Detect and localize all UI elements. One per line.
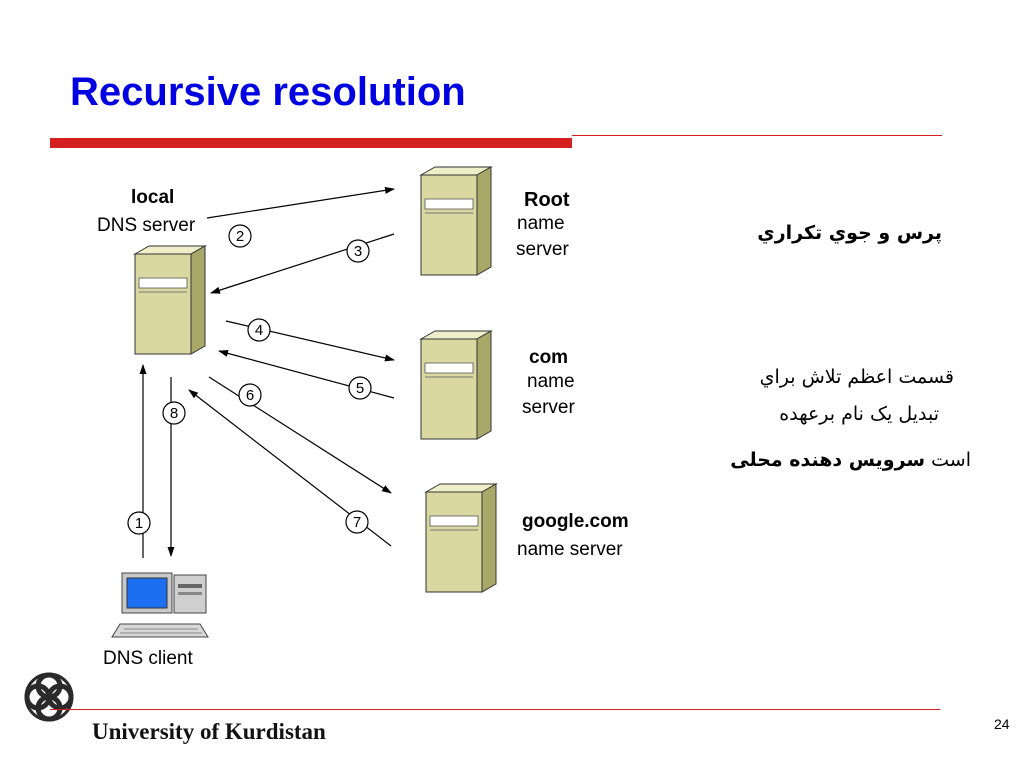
step-4-label: 4 (255, 322, 263, 339)
page-number: 24 (994, 716, 1010, 732)
local-server-icon (134, 245, 206, 355)
google-server-line2: name server (517, 539, 623, 560)
dns-client-label: DNS client (103, 648, 193, 669)
notes-line3-plain: است (931, 449, 971, 471)
root-server-line3: server (516, 239, 569, 260)
root-server-title: Root (524, 189, 570, 211)
step-8-label: 8 (170, 405, 178, 422)
step-2-label: 2 (236, 228, 244, 245)
step-circles (127, 224, 372, 535)
root-server-line2: name (517, 213, 565, 234)
notes-line3-bold: سرويس دهنده محلی (730, 449, 926, 471)
com-server-icon (420, 330, 492, 440)
university-logo (24, 672, 74, 722)
com-server-line2: name (527, 371, 575, 392)
com-server-title: com (529, 347, 569, 369)
client-computer-icon (111, 572, 209, 638)
google-server-title-text: google.com (522, 511, 629, 532)
arrow-step-2 (206, 186, 395, 219)
title-underline-thin (572, 135, 942, 136)
root-server-icon (420, 166, 492, 276)
step-7-label: 7 (353, 514, 361, 531)
notes-line3: است سرويس دهنده محلی (730, 449, 971, 471)
com-server-title-text: com (529, 347, 569, 368)
step-6-label: 6 (246, 387, 254, 404)
notes-line2: تبديل يک نام برعهده (779, 403, 939, 425)
slide-title: Recursive resolution (70, 70, 466, 114)
step-5-label: 5 (356, 380, 364, 397)
title-underline-thick (50, 138, 572, 148)
footer-rule (50, 709, 940, 710)
local-server-label: local (131, 187, 175, 209)
com-server-line3: server (522, 397, 575, 418)
google-server-title: google.com (522, 511, 629, 533)
google-server-icon (425, 483, 497, 593)
step-3-label: 3 (354, 243, 362, 260)
local-server-sub: DNS server (97, 215, 196, 236)
notes-heading: پرس و جوي تكراري (757, 222, 942, 244)
step-1-label: 1 (135, 515, 143, 532)
notes-line1: قسمت اعظم تلاش براي (759, 366, 954, 388)
university-name: University of Kurdistan (92, 719, 326, 744)
local-server-title: local (131, 187, 175, 208)
root-server-title-text: Root (524, 189, 570, 211)
